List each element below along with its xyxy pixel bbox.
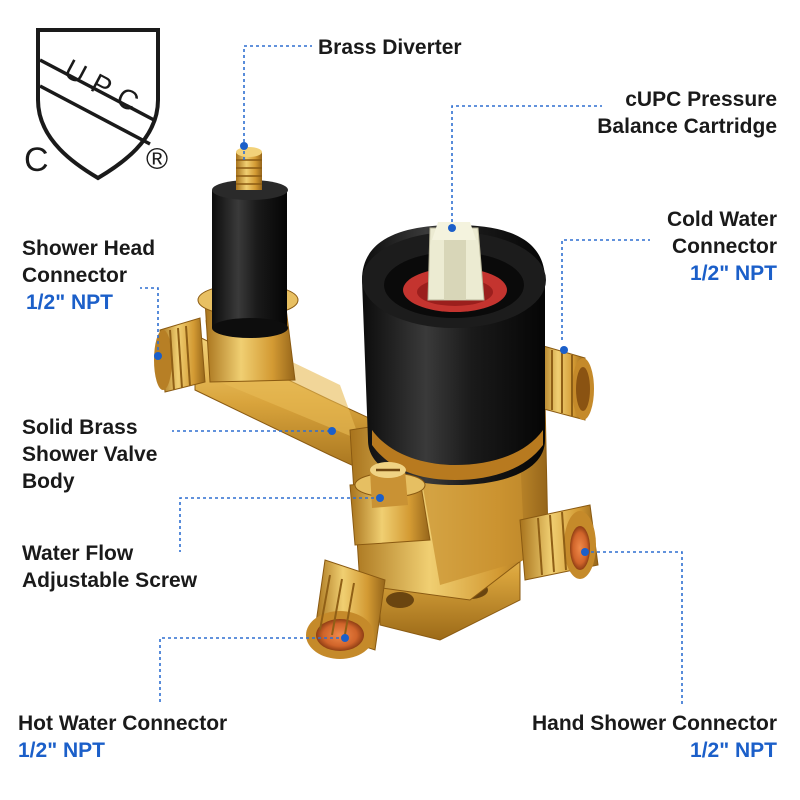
label-hot-water-size: 1/2" NPT bbox=[18, 739, 105, 762]
callout-dots bbox=[154, 142, 589, 642]
label-cartridge: cUPC Pressure Balance Cartridge bbox=[560, 86, 777, 140]
label-shower-head-line2: Connector bbox=[22, 264, 127, 287]
callout-leader-lines bbox=[140, 45, 683, 704]
leader-hot-water bbox=[159, 637, 345, 702]
label-flow-screw-line2: Adjustable Screw bbox=[22, 569, 198, 592]
label-shower-head-line1: Shower Head bbox=[22, 237, 156, 260]
label-cold-water-size: 1/2" NPT bbox=[690, 262, 777, 285]
label-valve-body-line1: Solid Brass bbox=[22, 416, 138, 439]
label-cold-water-line1: Cold Water bbox=[666, 208, 777, 231]
label-shower-head-size: 1/2" NPT bbox=[26, 291, 113, 314]
leader-flow-screw bbox=[179, 497, 380, 552]
pressure-balance-cartridge bbox=[362, 222, 546, 485]
leader-brass-diverter bbox=[243, 45, 312, 160]
label-valve-body-line3: Body bbox=[22, 470, 75, 493]
label-valve-body: Solid Brass Shower Valve Body bbox=[22, 414, 157, 495]
label-cold-water: Cold Water Connector 1/2" NPT bbox=[600, 206, 777, 287]
cold-water-connector bbox=[539, 344, 594, 421]
label-hand-shower: Hand Shower Connector 1/2" NPT bbox=[470, 710, 777, 764]
label-hot-water: Hot Water Connector 1/2" NPT bbox=[18, 710, 227, 764]
leader-shower-head bbox=[140, 287, 159, 356]
label-brass-diverter: Brass Diverter bbox=[318, 36, 462, 59]
hot-water-connector bbox=[306, 559, 386, 659]
label-cartridge-line2: Balance Cartridge bbox=[597, 115, 777, 138]
label-hand-shower-size: 1/2" NPT bbox=[690, 739, 777, 762]
label-hand-shower-title: Hand Shower Connector bbox=[531, 712, 777, 735]
label-cold-water-line2: Connector bbox=[672, 235, 777, 258]
label-valve-body-line2: Shower Valve bbox=[22, 443, 158, 466]
brass-diverter bbox=[197, 147, 299, 383]
upc-shield-icon bbox=[36, 28, 160, 181]
registered-mark: ® bbox=[146, 143, 169, 176]
label-flow-screw-line1: Water Flow bbox=[22, 542, 134, 565]
cupc-c-mark: C bbox=[24, 141, 49, 179]
label-cartridge-line1: cUPC Pressure bbox=[625, 88, 777, 111]
leader-cold-water bbox=[561, 239, 650, 340]
label-flow-screw: Water Flow Adjustable Screw bbox=[22, 540, 197, 594]
flow-adjust-screw bbox=[349, 462, 431, 546]
leader-hand-shower bbox=[585, 551, 683, 704]
label-shower-head: Shower Head Connector 1/2" NPT bbox=[22, 235, 155, 316]
hand-shower-connector bbox=[519, 504, 599, 581]
leader-cartridge bbox=[451, 105, 602, 228]
label-hot-water-title: Hot Water Connector bbox=[18, 712, 228, 735]
